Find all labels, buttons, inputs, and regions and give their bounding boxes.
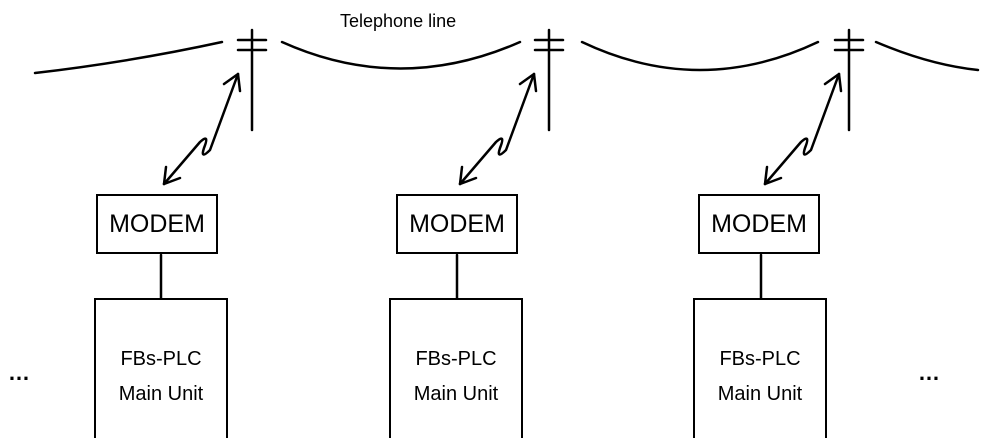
wireless-link-icon [763,72,843,186]
plc-label-line1: FBs-PLC [415,348,497,370]
telephone-pole-icon [533,28,565,132]
wireless-link-icon [162,72,242,186]
telephone-line-segment [280,40,522,70]
wireless-link-icon [458,72,538,186]
plc-main-unit: FBs-PLC Main Unit [693,298,827,438]
plc-main-unit: FBs-PLC Main Unit [389,298,523,438]
modem-box: MODEM [396,194,518,254]
ellipsis-right: … [918,360,943,385]
plc-label-line2: Main Unit [118,383,204,405]
telephone-pole-icon [236,28,268,132]
modem-box: MODEM [96,194,218,254]
plc-main-unit: FBs-PLC Main Unit [94,298,228,438]
telephone-line-label: Telephone line [340,11,457,31]
modem-box: MODEM [698,194,820,254]
telephone-line-segment [33,40,224,75]
plc-label-line2: Main Unit [717,383,803,405]
plc-label-line1: FBs-PLC [719,348,801,370]
plc-label-line2: Main Unit [413,383,499,405]
telephone-pole-icon [833,28,865,132]
ellipsis-left: … [8,360,33,385]
network-diagram [33,28,980,302]
telephone-line-segment [874,40,980,72]
telephone-line-segment [580,40,820,72]
plc-label-line1: FBs-PLC [120,348,202,370]
